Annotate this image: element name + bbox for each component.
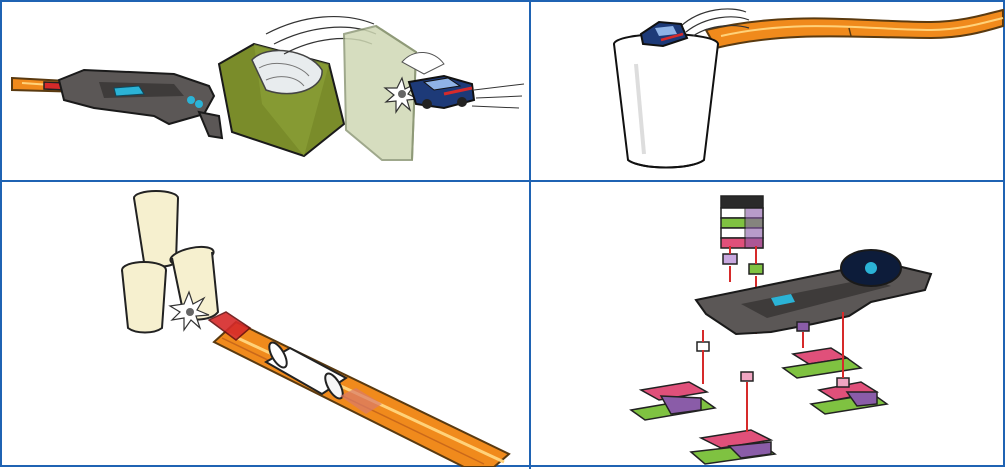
paper-cup-top [134,191,178,267]
speed-lines [472,84,524,108]
launcher-base [59,70,222,138]
paper-cup-left [122,262,166,333]
block-tower [721,196,763,248]
cup-stack [122,191,218,333]
panel-cup-jump [531,4,1005,180]
blue-car [409,76,474,109]
brick-set-right-top [783,348,861,378]
orange-track [706,10,1003,48]
panel-launcher-crash [4,4,529,180]
paper-cup [614,34,718,168]
panel-block-assembly [531,182,1005,467]
brick-set-left [631,382,715,420]
tissue-box [219,44,344,156]
panel-cup-knockdown [4,182,529,467]
brick-set-center [691,430,775,464]
